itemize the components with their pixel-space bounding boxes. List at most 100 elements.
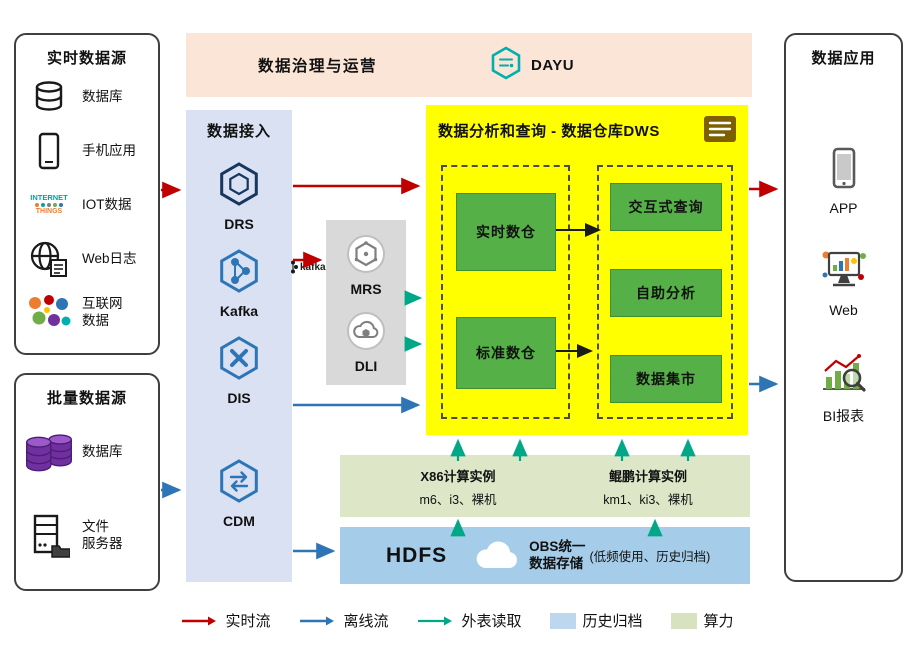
source-item-label: 手机应用 (82, 142, 136, 158)
source-item-batch-database: 数据库 (16, 410, 158, 494)
database-icon (24, 79, 74, 115)
mobile-app-icon (24, 132, 74, 170)
legend-offline-flow: 离线流 (298, 610, 388, 631)
ingestion-item-cdm: CDM (216, 458, 262, 529)
legend-compute: 算力 (670, 610, 734, 631)
offline-flow-arrow-icon (300, 616, 335, 625)
mrs-icon (346, 234, 386, 279)
source-item-internet-data: 互联网 数据 (16, 286, 158, 340)
legend-label: 离线流 (343, 613, 389, 630)
source-item-label: 数据库 (82, 443, 123, 459)
cdm-icon (216, 458, 262, 509)
legend-label: 算力 (703, 613, 734, 630)
dws-node-interactive-query: 交互式查询 (610, 183, 722, 231)
dis-icon (216, 335, 262, 386)
middleware-item-label: DLI (354, 358, 378, 374)
legend-label: 外表读取 (461, 613, 522, 630)
governance-title: 数据治理与运营 (258, 58, 378, 75)
application-item-label: BI报表 (822, 408, 865, 424)
app-phone-icon (831, 147, 857, 193)
dws-analysis-group: 交互式查询 自助分析 数据集市 (597, 165, 733, 419)
source-item-mobile-app: 手机应用 (16, 124, 158, 178)
kafka-logo: kafka (288, 260, 326, 274)
source-item-label: 文件 服务器 (82, 519, 123, 551)
realtime-sources-title: 实时数据源 (46, 50, 127, 67)
middleware-item-dli: DLI (346, 311, 386, 374)
cloud-icon (473, 540, 521, 572)
application-item-label: APP (829, 200, 858, 216)
ingestion-item-kafka: kafka Kafka (216, 248, 326, 319)
legend-label: 历史归档 (582, 613, 643, 630)
dws-warehouse-group: 实时数仓 标准数仓 (441, 165, 570, 419)
legend-external-read: 外表读取 (416, 610, 522, 631)
kafka-logo-text: kafka (300, 261, 326, 273)
compute-kunpeng-title: 鲲鹏计算实例 (608, 469, 687, 484)
dws-title: 数据分析和查询 - 数据仓库DWS (438, 123, 660, 140)
compute-swatch (670, 612, 697, 629)
source-item-iot: INTERNET THINGS IOT数据 (16, 178, 158, 232)
ingestion-item-dis: DIS (216, 335, 262, 406)
middleware-item-label: MRS (350, 281, 382, 297)
dws-node-realtime-warehouse: 实时数仓 (456, 193, 556, 271)
dws-node-standard-warehouse: 标准数仓 (456, 317, 556, 389)
dws-panel: 数据分析和查询 - 数据仓库DWS 实时数仓 标准数仓 交互式查询 自助分析 数… (426, 105, 748, 435)
batch-sources-title: 批量数据源 (46, 390, 127, 407)
compute-kunpeng: 鲲鹏计算实例 km1、ki3、裸机 (558, 466, 738, 508)
dws-node-self-service-analysis: 自助分析 (610, 269, 722, 317)
iot-icon-dots (34, 202, 64, 208)
external-read-arrow-icon (418, 616, 453, 625)
internet-data-icon (24, 293, 74, 333)
application-item-app: APP (786, 147, 901, 216)
kafka-icon (216, 248, 262, 299)
batch-sources-panel: 批量数据源 数据库 (14, 373, 160, 591)
middleware-panel: MRS DLI (326, 220, 406, 385)
realtime-sources-panel: 实时数据源 数据库 手机应用 INTERNET (14, 33, 160, 355)
legend-archive: 历史归档 (549, 610, 643, 631)
archive-swatch (549, 612, 576, 629)
ingestion-item-label: CDM (223, 513, 255, 529)
source-item-file-server: 文件 服务器 (16, 494, 158, 578)
dli-icon (346, 311, 386, 356)
document-icon (702, 114, 738, 149)
compute-panel: X86计算实例 m6、i3、裸机 鲲鹏计算实例 km1、ki3、裸机 (340, 455, 750, 517)
dayu-product: DAYU (489, 45, 575, 85)
legend: 实时流 离线流 外表读取 历史归档 算力 (0, 610, 914, 631)
iot-icon-text: INTERNET (30, 193, 68, 203)
compute-x86: X86计算实例 m6、i3、裸机 (368, 466, 548, 508)
web-monitor-icon (819, 251, 869, 295)
ingestion-item-label: DIS (227, 390, 251, 406)
ingestion-item-drs: DRS (216, 161, 262, 232)
application-item-bi: BI报表 (786, 351, 901, 426)
iot-icon-text: THINGS (35, 208, 63, 216)
drs-icon (216, 161, 262, 212)
dws-node-data-mart: 数据集市 (610, 355, 722, 403)
compute-kunpeng-subtitle: km1、ki3、裸机 (603, 493, 693, 507)
ingestion-panel: 数据接入 DRS kafka (186, 110, 326, 582)
ingestion-item-label: Kafka (219, 303, 259, 319)
applications-title: 数据应用 (811, 50, 876, 67)
applications-panel: 数据应用 APP Web (784, 33, 903, 582)
obs-title: OBS统一 数据存储 (529, 538, 586, 571)
web-log-icon (24, 240, 74, 278)
application-item-label: Web (829, 302, 858, 318)
compute-x86-title: X86计算实例 (420, 469, 496, 484)
source-item-label: 数据库 (82, 88, 123, 104)
source-item-label: Web日志 (82, 250, 137, 266)
source-item-web-log: Web日志 (16, 232, 158, 286)
kafka-logo-icon (291, 260, 298, 274)
dayu-label: DAYU (531, 56, 575, 74)
iot-icon: INTERNET THINGS (24, 193, 74, 216)
ingestion-title: 数据接入 (206, 123, 271, 140)
legend-realtime-flow: 实时流 (180, 610, 270, 631)
ingestion-item-label: DRS (224, 216, 254, 232)
realtime-flow-arrow-icon (182, 616, 217, 625)
source-item-label: IOT数据 (82, 196, 132, 212)
legend-label: 实时流 (225, 613, 271, 630)
file-server-icon (24, 514, 74, 558)
source-item-label: 互联网 数据 (82, 296, 123, 328)
database-cluster-icon (24, 429, 74, 475)
governance-bar: 数据治理与运营 DAYU (186, 33, 752, 97)
hdfs-label: HDFS (386, 543, 448, 567)
bi-report-icon (819, 354, 869, 399)
